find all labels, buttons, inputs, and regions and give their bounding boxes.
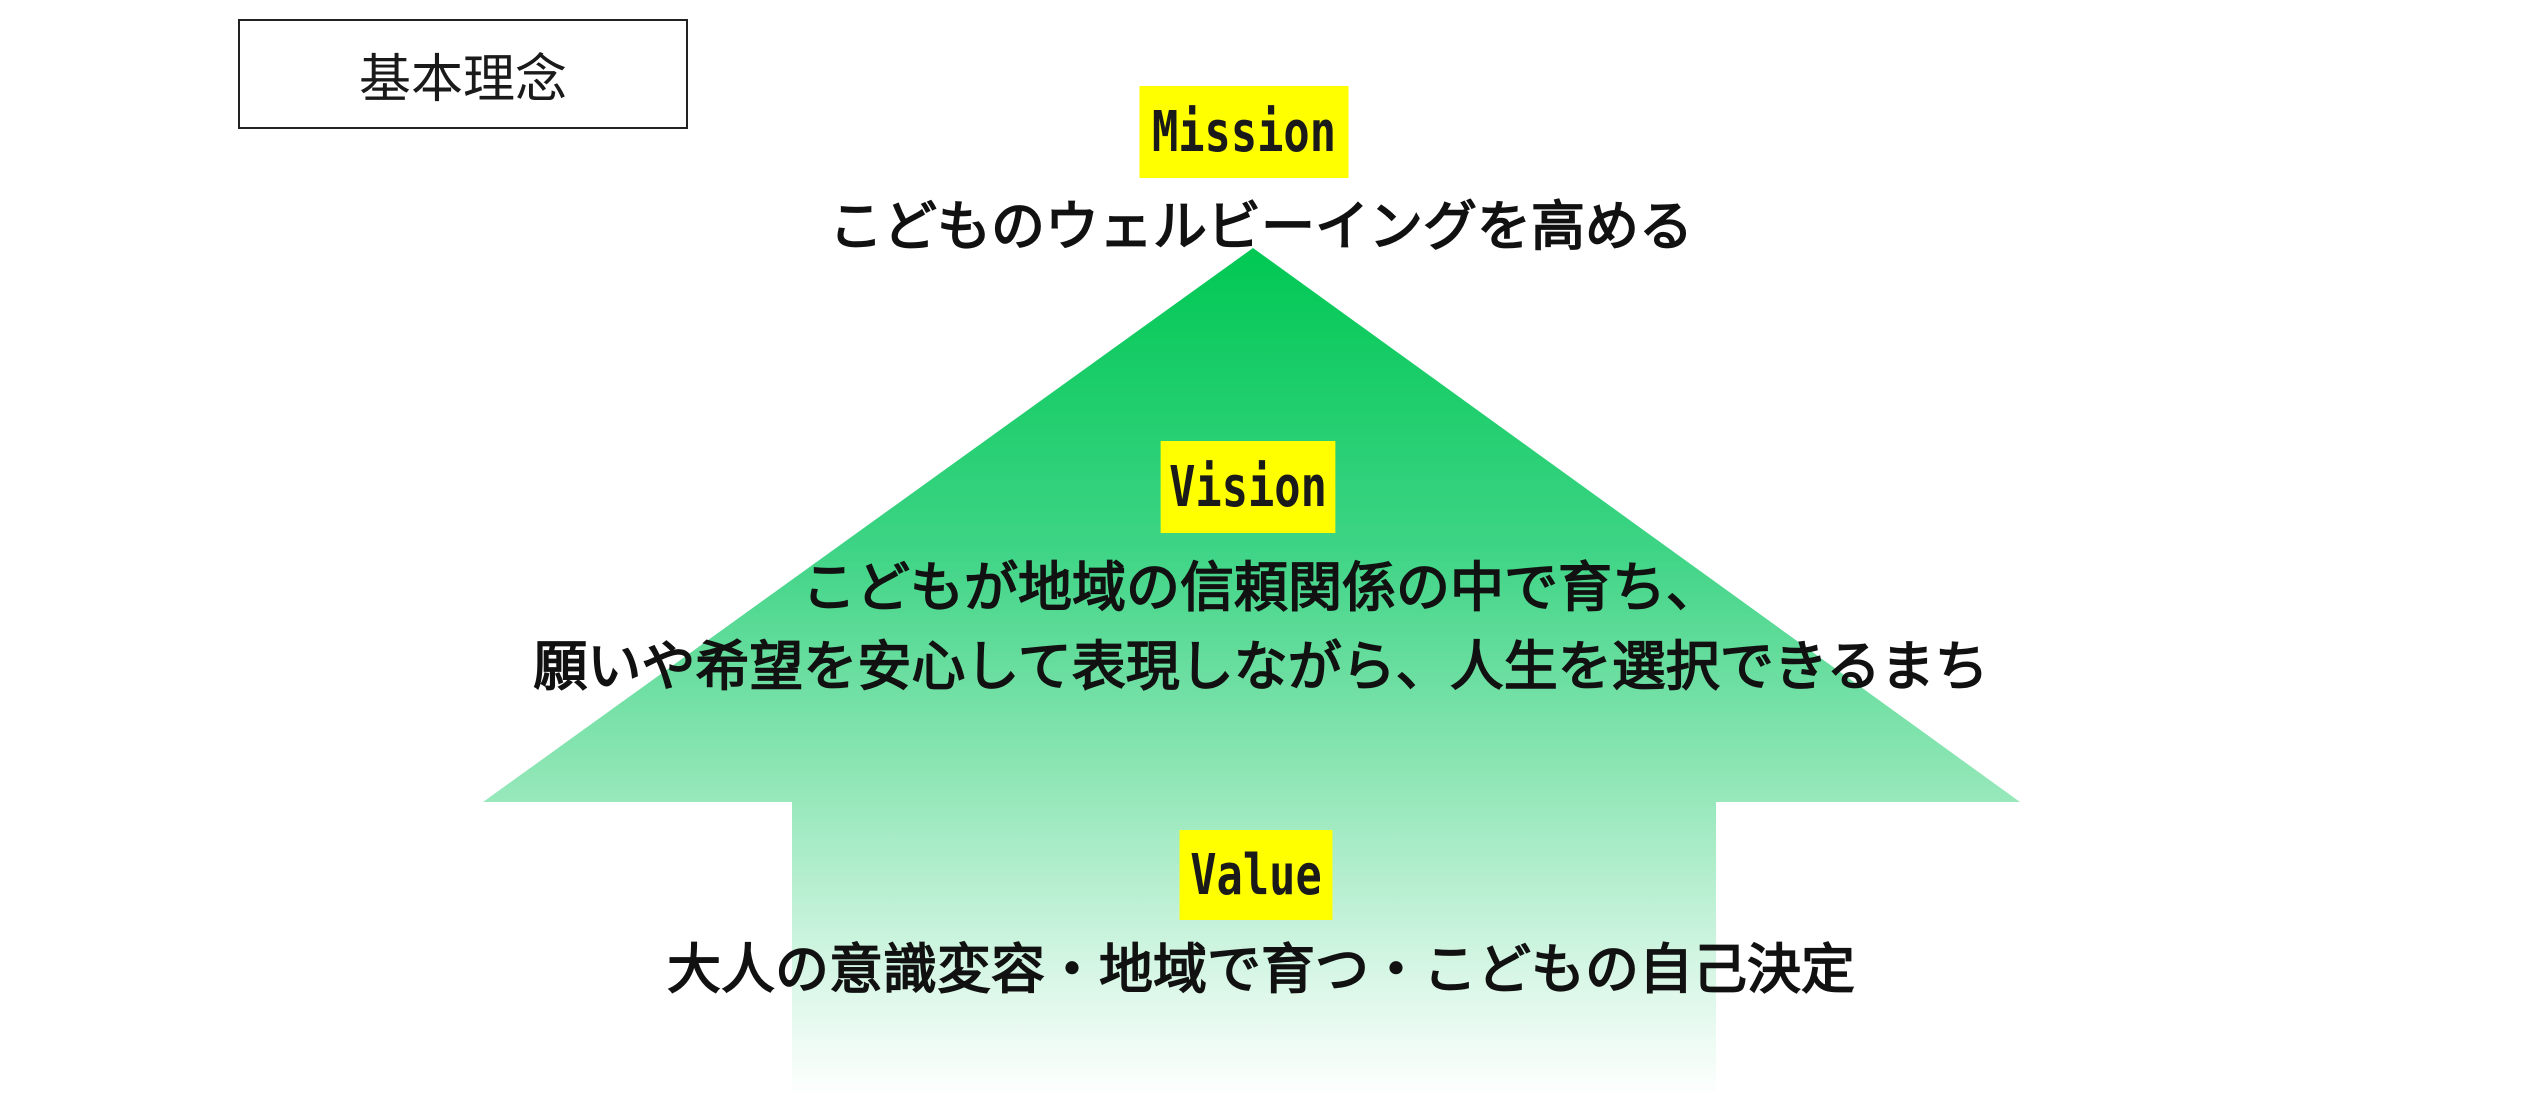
value-text: 大人の意識変容・地域で育つ・こどもの自己決定 (667, 938, 1855, 1001)
vision-label: Vision (1160, 441, 1336, 533)
vision-text-line-2: 願いや希望を安心して表現しながら、人生を選択できるまち (533, 635, 1989, 698)
value-label: Value (1179, 830, 1333, 920)
page-title: 基本理念 (238, 19, 688, 129)
vision-text-line-1: こどもが地域の信頼関係の中で育ち、 (802, 556, 1720, 619)
mission-text: こどものウェルビーイングを高める (829, 195, 1693, 258)
arrow-body (483, 248, 2020, 1098)
mission-label: Mission (1139, 86, 1349, 178)
